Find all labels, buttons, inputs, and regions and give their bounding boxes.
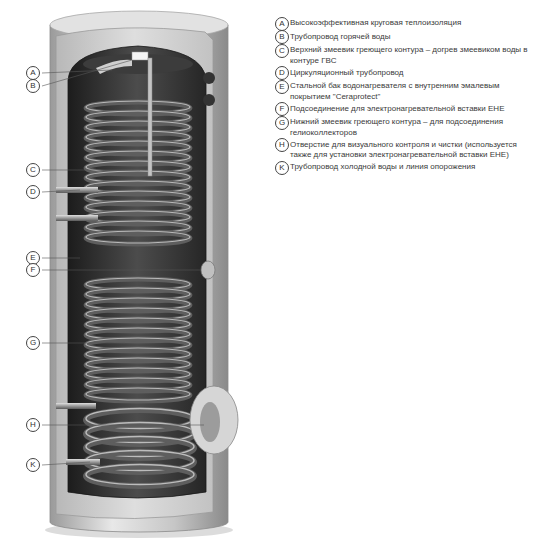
legend-letter: G (275, 116, 289, 130)
leader-line (42, 60, 132, 86)
lower-coil (86, 278, 194, 486)
part-description: Стальной бак водонагревателя с внутренни… (290, 81, 538, 102)
legend-letter: B (275, 30, 289, 44)
upper-coil (86, 231, 190, 244)
legend-letter: H (275, 138, 289, 152)
leader-line (42, 70, 112, 73)
part-description: Высокоэффективная круговая теплоизоляция (290, 18, 538, 29)
casing (50, 25, 228, 532)
cold-water-pipe (66, 459, 100, 465)
legend-letter: D (275, 66, 289, 80)
leader-line (42, 258, 80, 259)
leader-line (42, 425, 204, 426)
legend-letter: K (275, 161, 289, 175)
callout-letter: H (26, 418, 40, 432)
lower-coil (86, 465, 194, 487)
part-description: Циркуляционный трубопровод (290, 68, 538, 79)
coil-connection (56, 403, 96, 409)
leader-line (42, 60, 204, 465)
lower-coil (86, 388, 190, 401)
leader-line (42, 462, 90, 465)
legend-letter: E (275, 80, 289, 94)
insulation (56, 28, 213, 519)
hot-water-pipe (148, 58, 152, 176)
part-description: Верхний змеевик греющего контура – догре… (290, 45, 538, 66)
pipe-stub (203, 94, 215, 106)
top-fitting (132, 52, 148, 60)
callout-letter: K (26, 458, 40, 472)
part-description: Нижний змеевик греющего контура – для по… (290, 117, 538, 138)
pipe-stub (203, 72, 215, 84)
part-description: Трубопровод холодной воды и линия опорож… (290, 162, 538, 173)
callout-letter: G (26, 336, 40, 350)
coil-connection (56, 215, 98, 221)
leader-line (42, 190, 80, 192)
part-description: Отверстие для визуального контроля и чис… (290, 140, 538, 161)
steel-tank (68, 46, 206, 498)
callout-letter: B (26, 79, 40, 93)
callout-letter: D (26, 185, 40, 199)
legend-letter: A (275, 17, 289, 31)
inspection-flange (190, 386, 238, 454)
callout-letter: C (26, 163, 40, 177)
leader-line (42, 170, 140, 171)
part-description: Трубопровод горячей воды (290, 32, 538, 43)
part-description: Подсоединение для электронагревательной … (290, 104, 538, 115)
leader-line (42, 270, 200, 271)
legend-letter: C (275, 44, 289, 58)
ehe-connection (201, 261, 215, 279)
upper-coil (86, 101, 190, 244)
callout-letter: A (26, 66, 40, 80)
legend-letter: F (275, 102, 289, 116)
inspection-opening (200, 402, 220, 442)
leader-line (42, 343, 125, 344)
callout-letter: F (26, 263, 40, 277)
